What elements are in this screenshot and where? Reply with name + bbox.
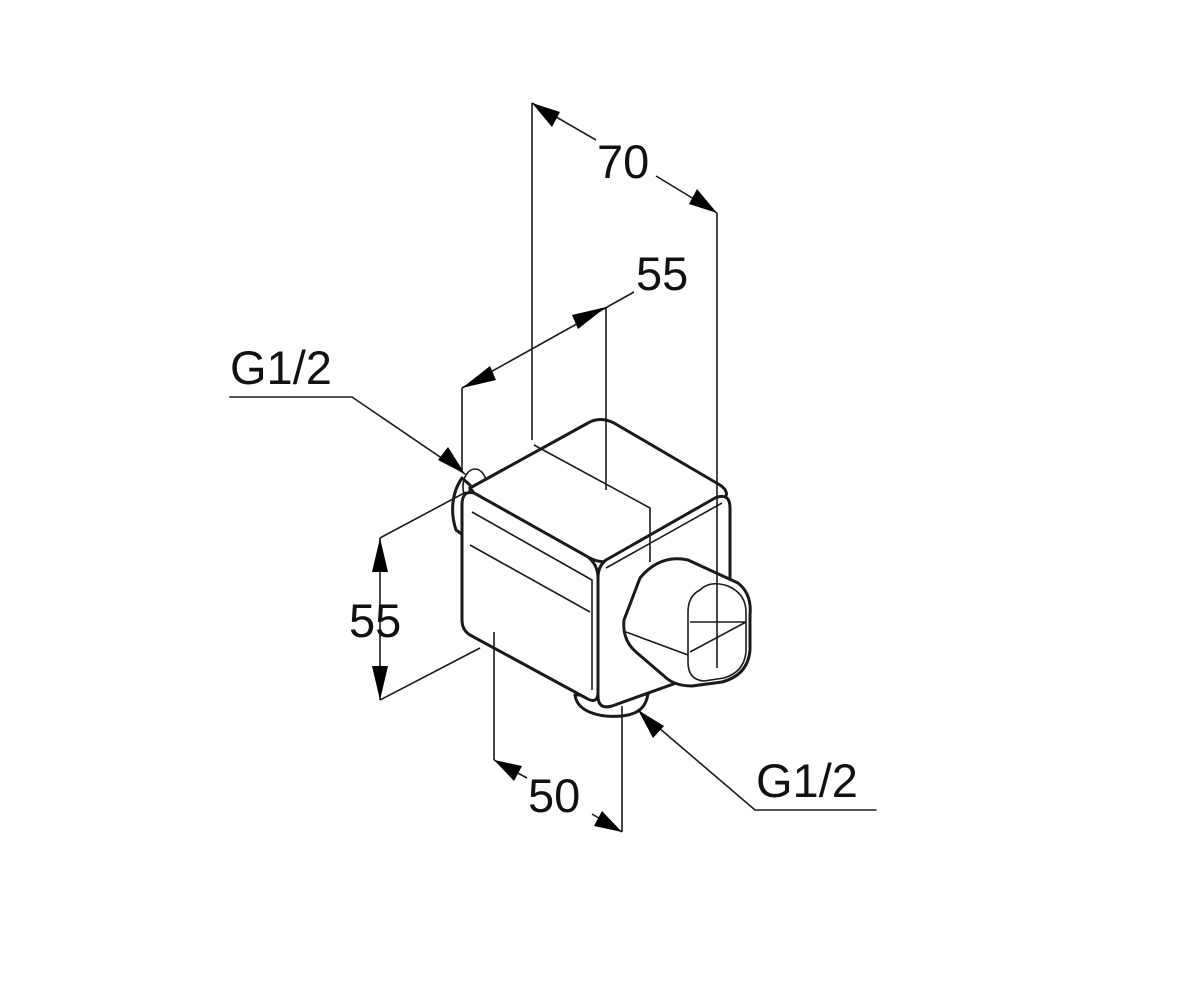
dimension-height: 55 <box>349 491 481 701</box>
extension-line <box>379 647 481 701</box>
leader-line <box>637 709 877 811</box>
arrowhead <box>438 447 465 474</box>
arrowhead <box>532 103 560 127</box>
outlet-thread-callout: G1/2 <box>637 709 877 811</box>
arrowhead <box>594 811 622 832</box>
thread-label: G1/2 <box>230 341 332 394</box>
leader-line <box>229 396 466 475</box>
thread-label: G1/2 <box>756 754 858 807</box>
arrowhead <box>638 710 664 738</box>
dimension-value: 55 <box>349 594 401 647</box>
dimension-depth-body: 55 <box>461 247 688 490</box>
dimension-depth-total: 70 <box>531 102 718 668</box>
dimension-value: 70 <box>597 135 649 188</box>
arrowhead <box>372 666 388 700</box>
dimension-value: 55 <box>636 247 688 300</box>
arrowhead <box>372 538 388 572</box>
arrowhead <box>689 189 717 213</box>
dimension-value: 50 <box>528 769 580 822</box>
arrowhead <box>462 366 496 388</box>
wall-outlet-body <box>451 418 752 718</box>
arrowhead <box>572 307 606 329</box>
extension-line <box>379 491 467 539</box>
body-left-face <box>460 491 600 702</box>
body-inner-contour <box>469 444 723 690</box>
spigot-inner-lines <box>625 621 747 656</box>
spigot-end-face <box>687 582 747 682</box>
dimension-width: 50 <box>493 632 623 833</box>
hose-outlet-spigot <box>622 557 752 688</box>
inlet-thread-callout: G1/2 <box>229 341 466 475</box>
arrowhead <box>494 760 522 781</box>
